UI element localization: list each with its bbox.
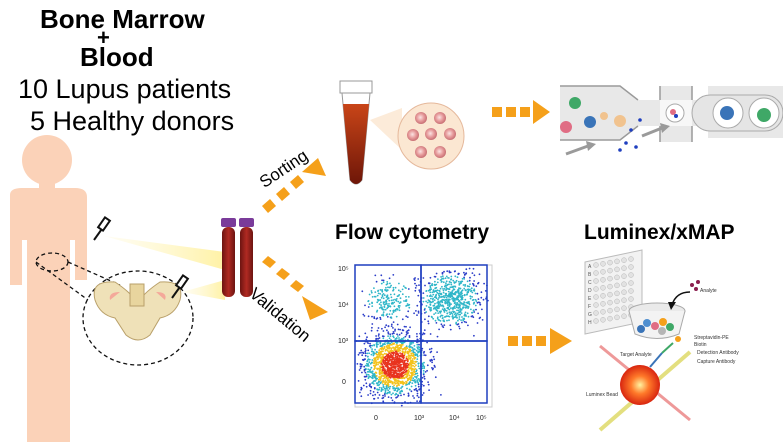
- luminex-well-icon: [628, 280, 700, 339]
- svg-text:G: G: [588, 312, 592, 318]
- svg-text:E: E: [588, 296, 592, 302]
- luminex-bead-icon: [598, 336, 692, 432]
- y-tick-1e3: 10³: [338, 338, 349, 345]
- y-tick-1e4: 10⁴: [338, 302, 349, 309]
- hip-zoom-callout: [35, 252, 194, 366]
- biotin-label: Biotin: [694, 342, 707, 348]
- analyte-label: Analyte: [700, 288, 717, 294]
- svg-text:B: B: [588, 272, 592, 278]
- svg-text:D: D: [588, 288, 592, 294]
- sorting-arrow: [262, 158, 326, 213]
- y-tick-1e5: 10⁵: [338, 266, 349, 273]
- title-bone-marrow: Bone Marrow: [40, 4, 205, 34]
- title-plus: +: [97, 25, 110, 50]
- flow-to-luminex-arrow: [508, 328, 572, 354]
- streptavidin-label: Streptavidin-PE: [694, 335, 729, 341]
- flow-cytometry-plot: [354, 264, 493, 408]
- conical-tube-icon: [339, 80, 402, 185]
- sorted-cells-icon: [397, 102, 465, 170]
- x-tick-1e4: 10⁴: [449, 415, 460, 422]
- svg-text:H: H: [588, 320, 592, 326]
- blood-tubes-icon: [221, 218, 254, 297]
- needle-icon: [93, 215, 190, 299]
- sample-beams: [104, 236, 225, 300]
- validation-arrow: [262, 256, 328, 320]
- luminex-title: Luminex/xMAP: [584, 221, 735, 244]
- x-tick-0: 0: [374, 415, 378, 422]
- sorter-arrow: [492, 100, 550, 124]
- detection-antibody-label: Detection Antibody: [697, 350, 739, 356]
- capture-antibody-label: Capture Antibody: [697, 359, 736, 365]
- target-analyte-label: Target Analyte: [620, 352, 652, 358]
- svg-text:A: A: [588, 264, 592, 270]
- title-blood: Blood: [80, 42, 154, 72]
- svg-text:C: C: [588, 280, 592, 286]
- flow-cytometry-title: Flow cytometry: [335, 221, 490, 244]
- cohort-healthy-donors: 5 Healthy donors: [30, 106, 235, 136]
- x-tick-1e5: 10⁵: [476, 415, 487, 422]
- cell-sorter-icon: [560, 85, 783, 156]
- pelvis-icon: [93, 281, 182, 341]
- luminex-bead-label: Luminex Bead: [586, 392, 618, 398]
- cohort-lupus-patients: 10 Lupus patients: [18, 74, 232, 104]
- svg-text:F: F: [588, 304, 591, 310]
- x-tick-1e3: 10³: [414, 415, 425, 422]
- human-body-icon: [10, 135, 87, 442]
- y-tick-0: 0: [342, 379, 346, 386]
